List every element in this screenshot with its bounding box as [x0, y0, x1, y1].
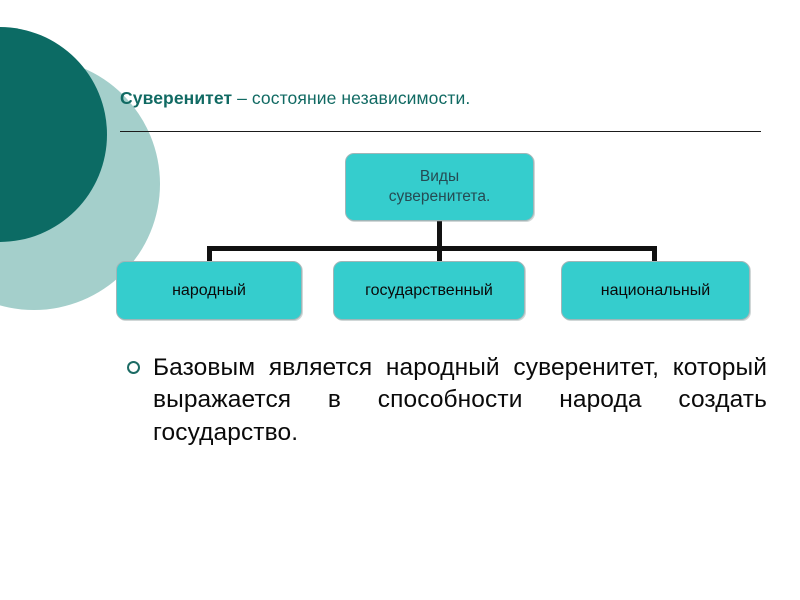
- connector-drop-left: [207, 246, 212, 262]
- title-lead-term: Суверенитет: [120, 88, 233, 108]
- connector-stem-vertical: [437, 221, 442, 261]
- org-node-gosudarstvenny[interactable]: государственный: [333, 261, 525, 320]
- body-paragraph-text: Базовым является народный суверенитет, к…: [153, 354, 767, 446]
- org-node-root[interactable]: Виды суверенитета.: [345, 153, 534, 221]
- org-node-root-label: Виды суверенитета.: [389, 167, 491, 208]
- org-node-narodny[interactable]: народный: [116, 261, 302, 320]
- org-node-nacionalny[interactable]: национальный: [561, 261, 750, 320]
- body-bullet-item: Базовым является народный суверенитет, к…: [127, 352, 767, 481]
- org-node-root-label-line2: суверенитета.: [388, 188, 491, 205]
- title-divider-rule: [120, 131, 761, 132]
- slide-title: Суверенитет – состояние независимости.: [120, 88, 765, 110]
- org-node-nacionalny-label: национальный: [600, 281, 711, 299]
- org-node-narodny-label: народный: [172, 281, 246, 299]
- org-node-root-label-line1: Виды: [419, 167, 460, 185]
- hollow-circle-bullet-icon: [127, 361, 140, 374]
- connector-horizontal-bar: [207, 246, 657, 251]
- connector-drop-right: [652, 246, 657, 262]
- title-text: Суверенитет – состояние независимости.: [120, 88, 765, 110]
- org-node-gosudarstvenny-label: государственный: [365, 281, 493, 299]
- title-rest: – состояние независимости.: [232, 88, 471, 108]
